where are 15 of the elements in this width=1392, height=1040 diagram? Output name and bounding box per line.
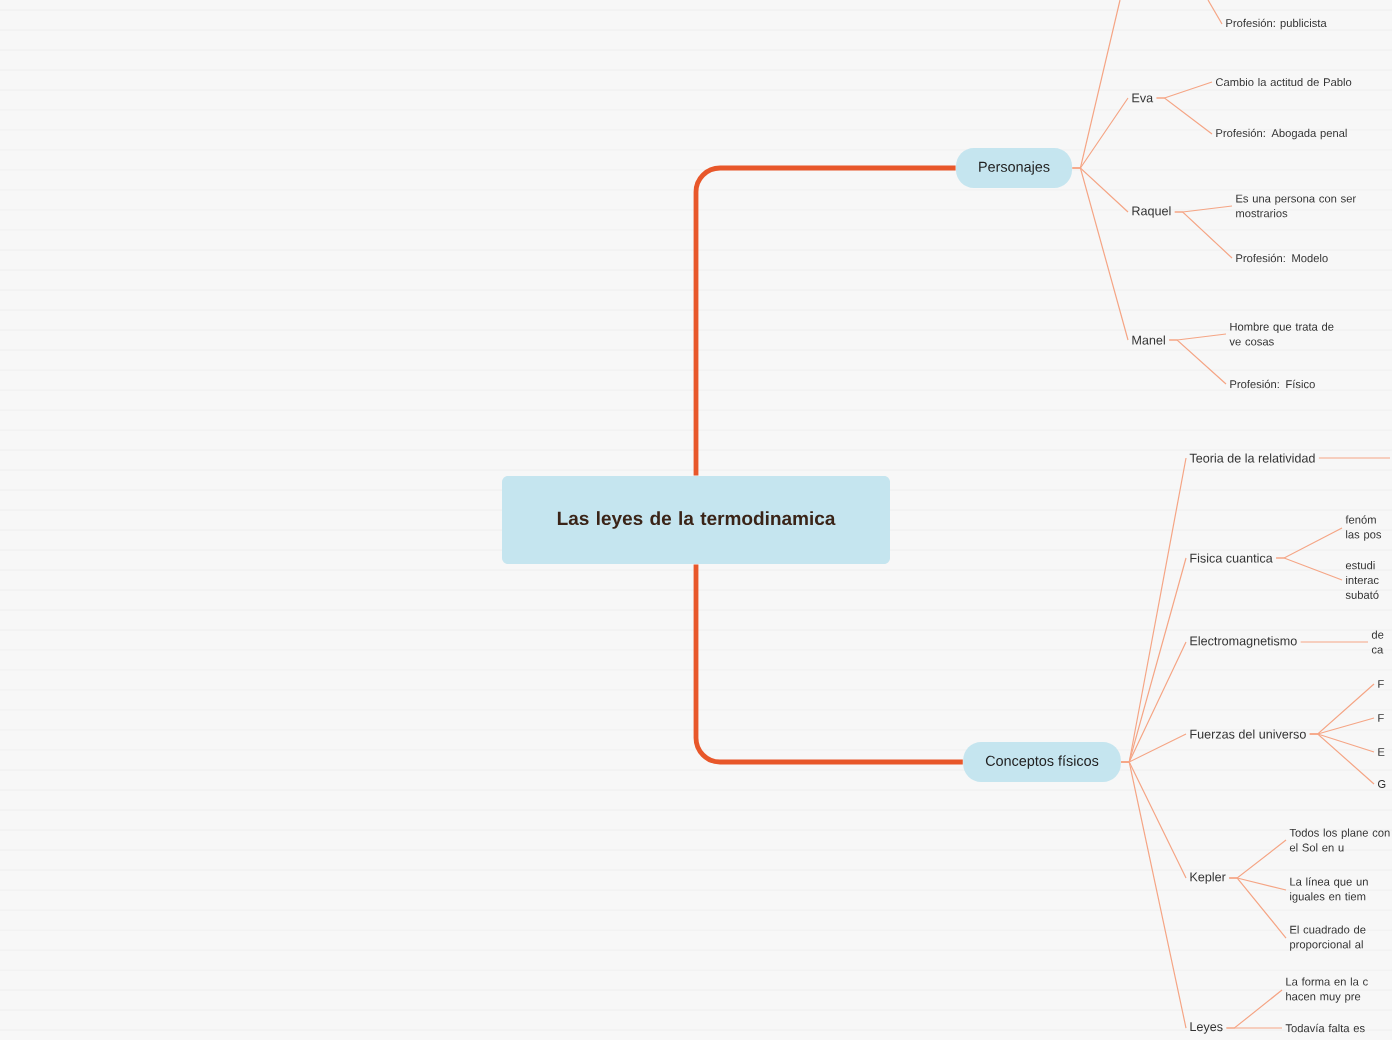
branch-line	[1225, 1027, 1283, 1029]
branch-line	[1228, 877, 1287, 939]
branch-line	[1071, 167, 1129, 341]
branch-line	[693, 165, 956, 476]
branch-line	[1168, 339, 1227, 385]
branch-line	[1300, 641, 1369, 643]
branch-line	[693, 564, 963, 765]
branch-line	[1207, 0, 1223, 25]
branch-line	[1275, 557, 1343, 581]
branch-line	[1120, 761, 1187, 1029]
branch-line	[1318, 457, 1391, 459]
branch-line	[1155, 97, 1213, 135]
branch-line	[1174, 211, 1233, 259]
branch-line	[1309, 733, 1375, 785]
central-topic-box: Las leyes de la termodinamica	[502, 476, 890, 564]
